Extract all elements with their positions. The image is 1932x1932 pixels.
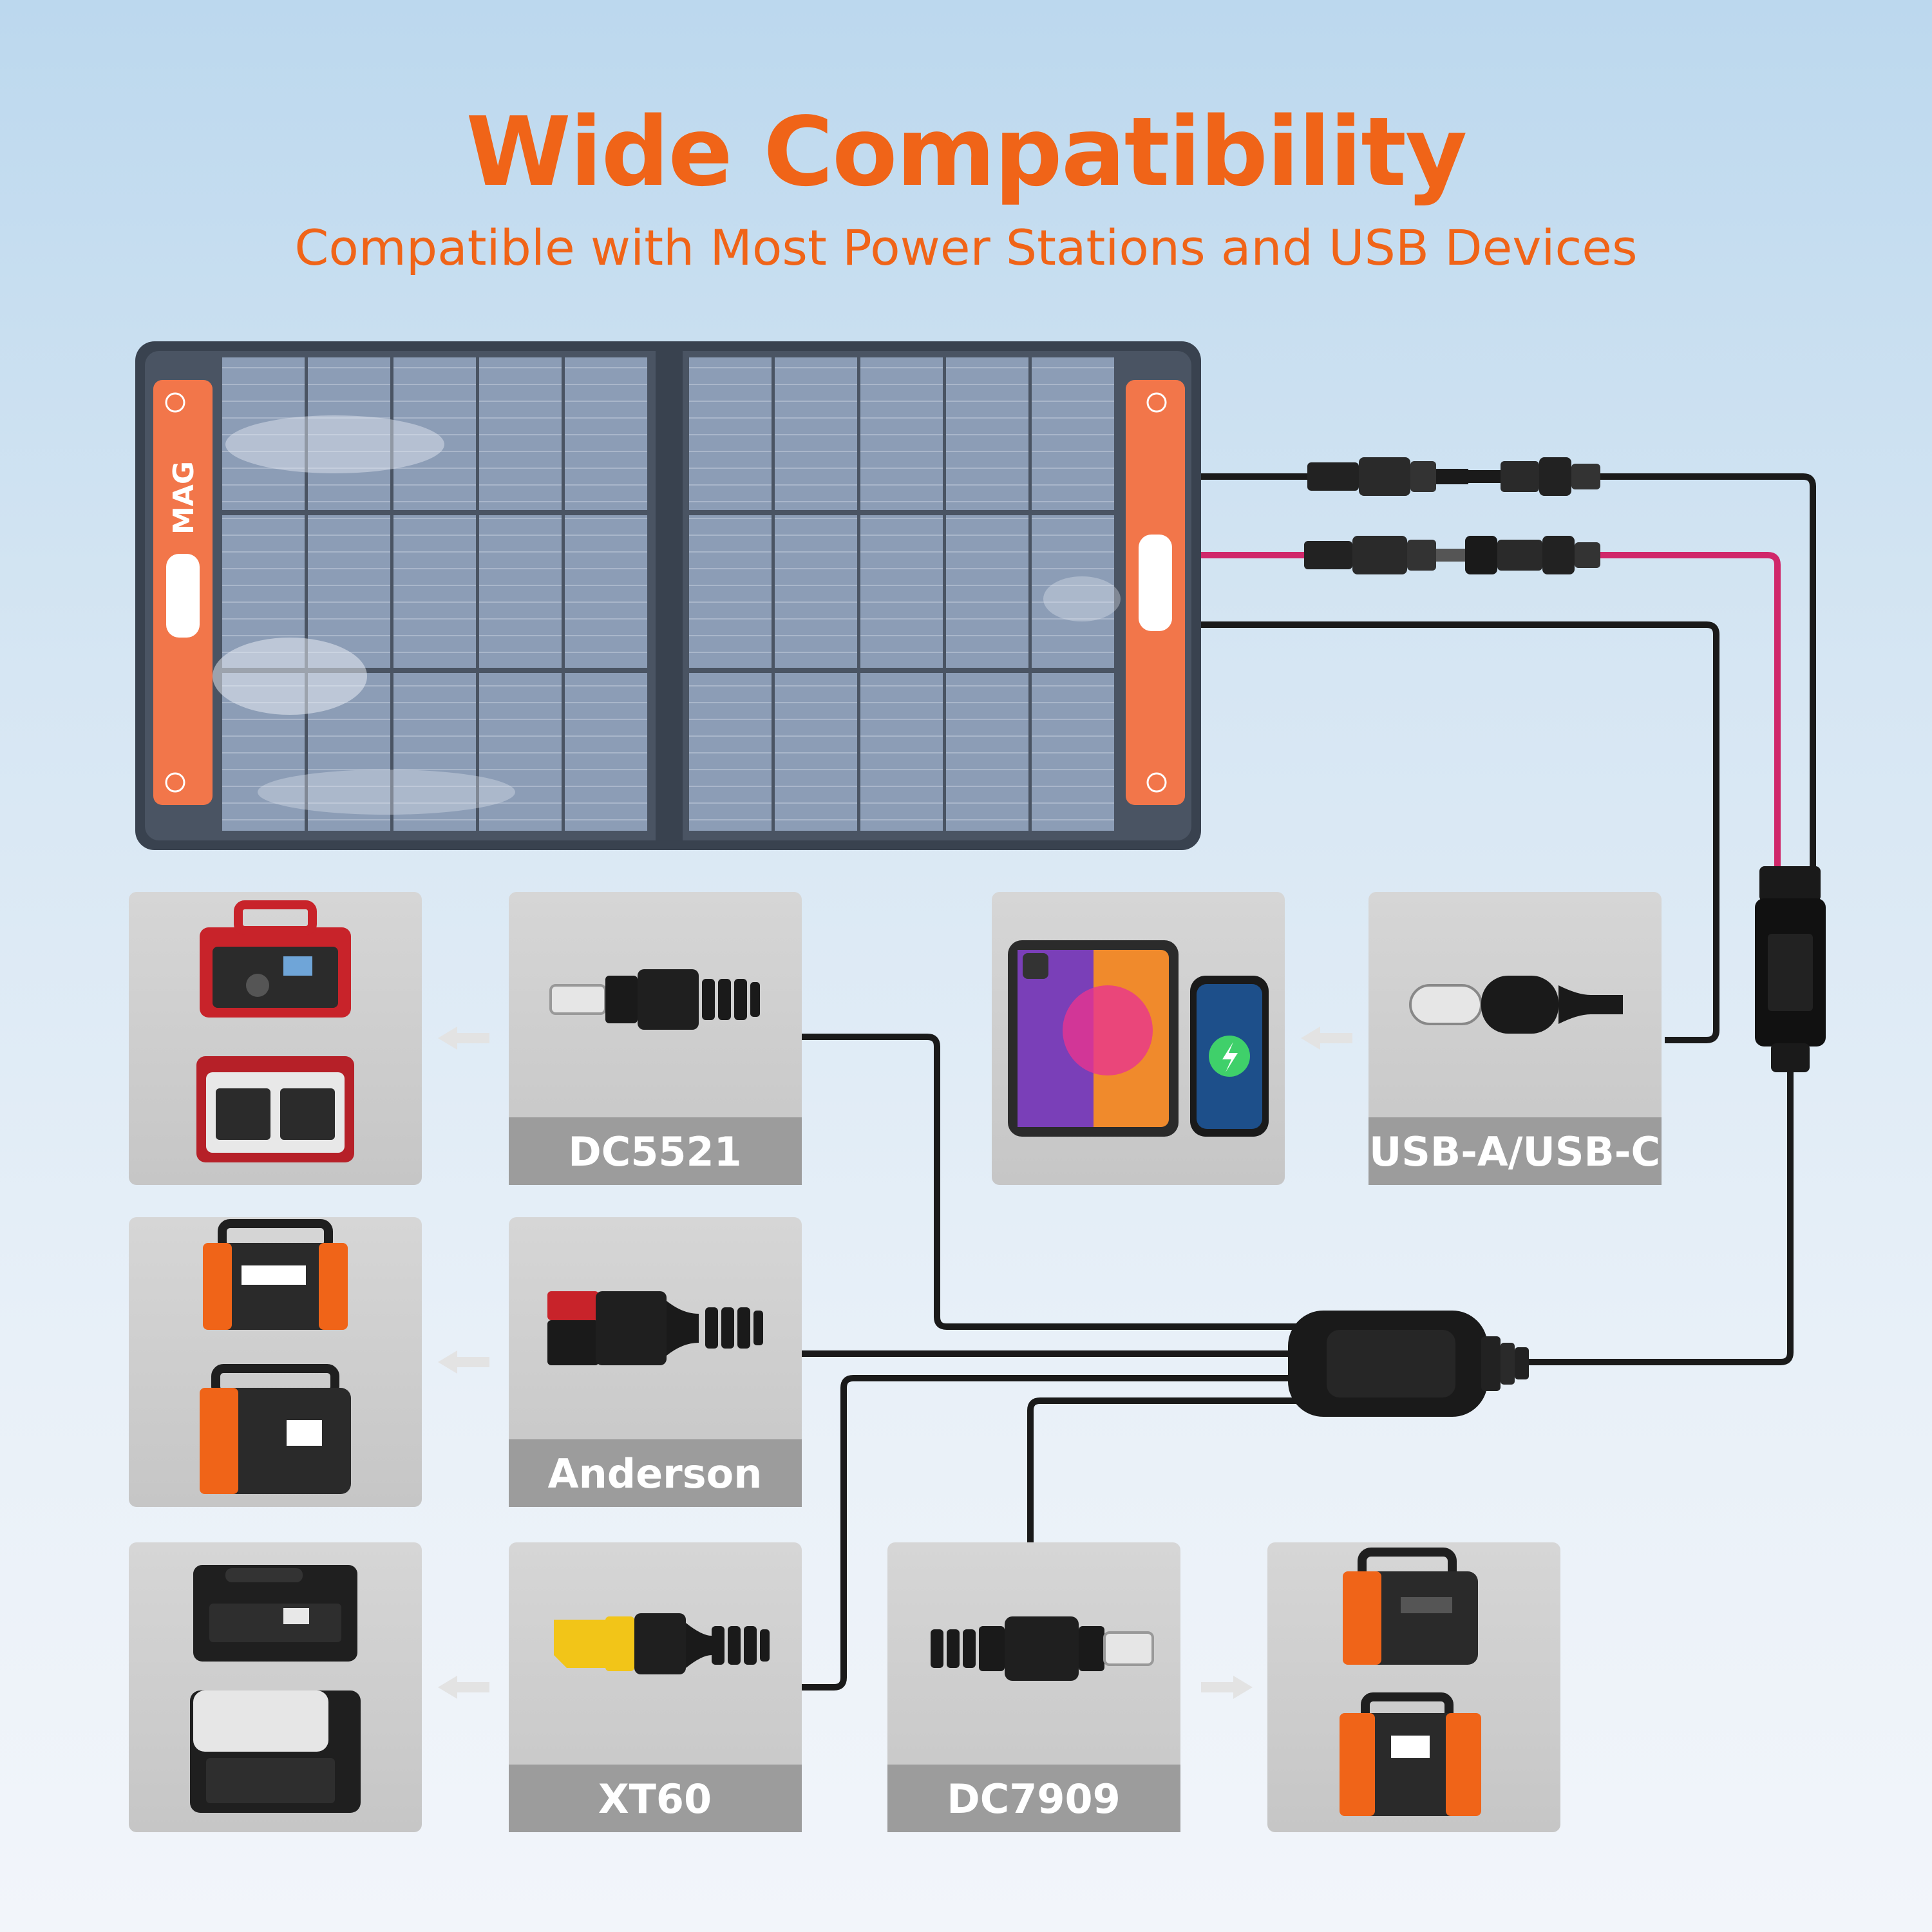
connector-card-dc5521: DC5521 (509, 892, 802, 1185)
arrow-left-icon (438, 1350, 489, 1374)
power-station-icon (1340, 1692, 1481, 1816)
power-station-icon (196, 1056, 354, 1162)
device-card-power-stations-4 (1267, 1542, 1560, 1832)
cable-to-dc7909 (1027, 1397, 1301, 1542)
solar-cells-left (213, 357, 647, 831)
mc4-female-icon (1465, 457, 1600, 496)
arrow-left-icon (438, 1676, 489, 1699)
power-station-icon (1343, 1548, 1478, 1665)
anderson-plug-icon (547, 1291, 763, 1365)
power-station-icon (203, 1219, 348, 1330)
mc4-male-icon (1304, 536, 1465, 574)
power-station-icon (193, 1565, 357, 1662)
mc4-connector-pair-top (1307, 457, 1600, 496)
connector-card-dc7909: DC7909 (887, 1542, 1180, 1832)
power-station-icon (200, 1364, 351, 1494)
dc5521-plug-icon (549, 969, 760, 1030)
power-station-icon (200, 900, 351, 1018)
device-card-usb-devices (992, 892, 1285, 1185)
cable-to-xt60 (799, 1375, 1301, 1690)
brand-logo: MAG (167, 461, 200, 535)
phone-icon (1190, 976, 1269, 1137)
connector-label-xt60: XT60 (598, 1776, 712, 1823)
panel-handle-right (1126, 380, 1185, 805)
arrow-right-icon (1201, 1676, 1253, 1699)
dc7909-plug-icon (931, 1616, 1154, 1681)
device-card-power-stations-2 (129, 1217, 422, 1507)
cable-usb (1201, 621, 1719, 1043)
label-band (509, 1439, 802, 1507)
page-title: Wide Compatibility (466, 97, 1468, 207)
mc4-female-icon (1465, 536, 1600, 574)
connector-card-usb: USB-A/USB-C (1368, 892, 1662, 1185)
cable-mc4-red-right (1597, 552, 1781, 866)
mc4-male-icon (1307, 457, 1468, 496)
label-band (509, 1765, 802, 1832)
connector-label-anderson: Anderson (548, 1450, 762, 1497)
panel-handle-left: MAG (153, 380, 213, 805)
power-station-icon (190, 1690, 361, 1813)
solar-panel: MAG (135, 341, 1201, 850)
cable-combiner-to-hub (1526, 1069, 1794, 1365)
arrows (438, 1027, 1352, 1699)
cable-to-dc5521 (799, 1034, 1301, 1330)
device-card-power-stations-3 (129, 1542, 422, 1832)
page-subtitle: Compatible with Most Power Stations and … (294, 219, 1638, 276)
connector-label-dc5521: DC5521 (568, 1128, 742, 1175)
device-card-power-stations-1 (129, 892, 422, 1185)
y-combiner-icon (1755, 866, 1826, 1072)
label-band (1368, 1117, 1662, 1185)
usb-c-plug-icon (1409, 976, 1623, 1034)
label-band (509, 1117, 802, 1185)
connector-label-usb: USB-A/USB-C (1369, 1128, 1660, 1175)
solar-cells-right (689, 357, 1121, 831)
connector-label-dc7909: DC7909 (947, 1776, 1121, 1823)
cable-network (799, 473, 1816, 1690)
mc4-connector-pair-red (1304, 536, 1600, 574)
splitter-hub-icon (1288, 1311, 1529, 1417)
connector-card-anderson: Anderson (509, 1217, 802, 1507)
tablet-icon (1008, 940, 1179, 1137)
label-band (887, 1765, 1180, 1832)
arrow-left-icon (1301, 1027, 1352, 1050)
cable-mc4-top-right (1597, 473, 1816, 869)
xt60-plug-icon (554, 1613, 770, 1674)
arrow-left-icon (438, 1027, 489, 1050)
connector-card-xt60: XT60 (509, 1542, 802, 1832)
